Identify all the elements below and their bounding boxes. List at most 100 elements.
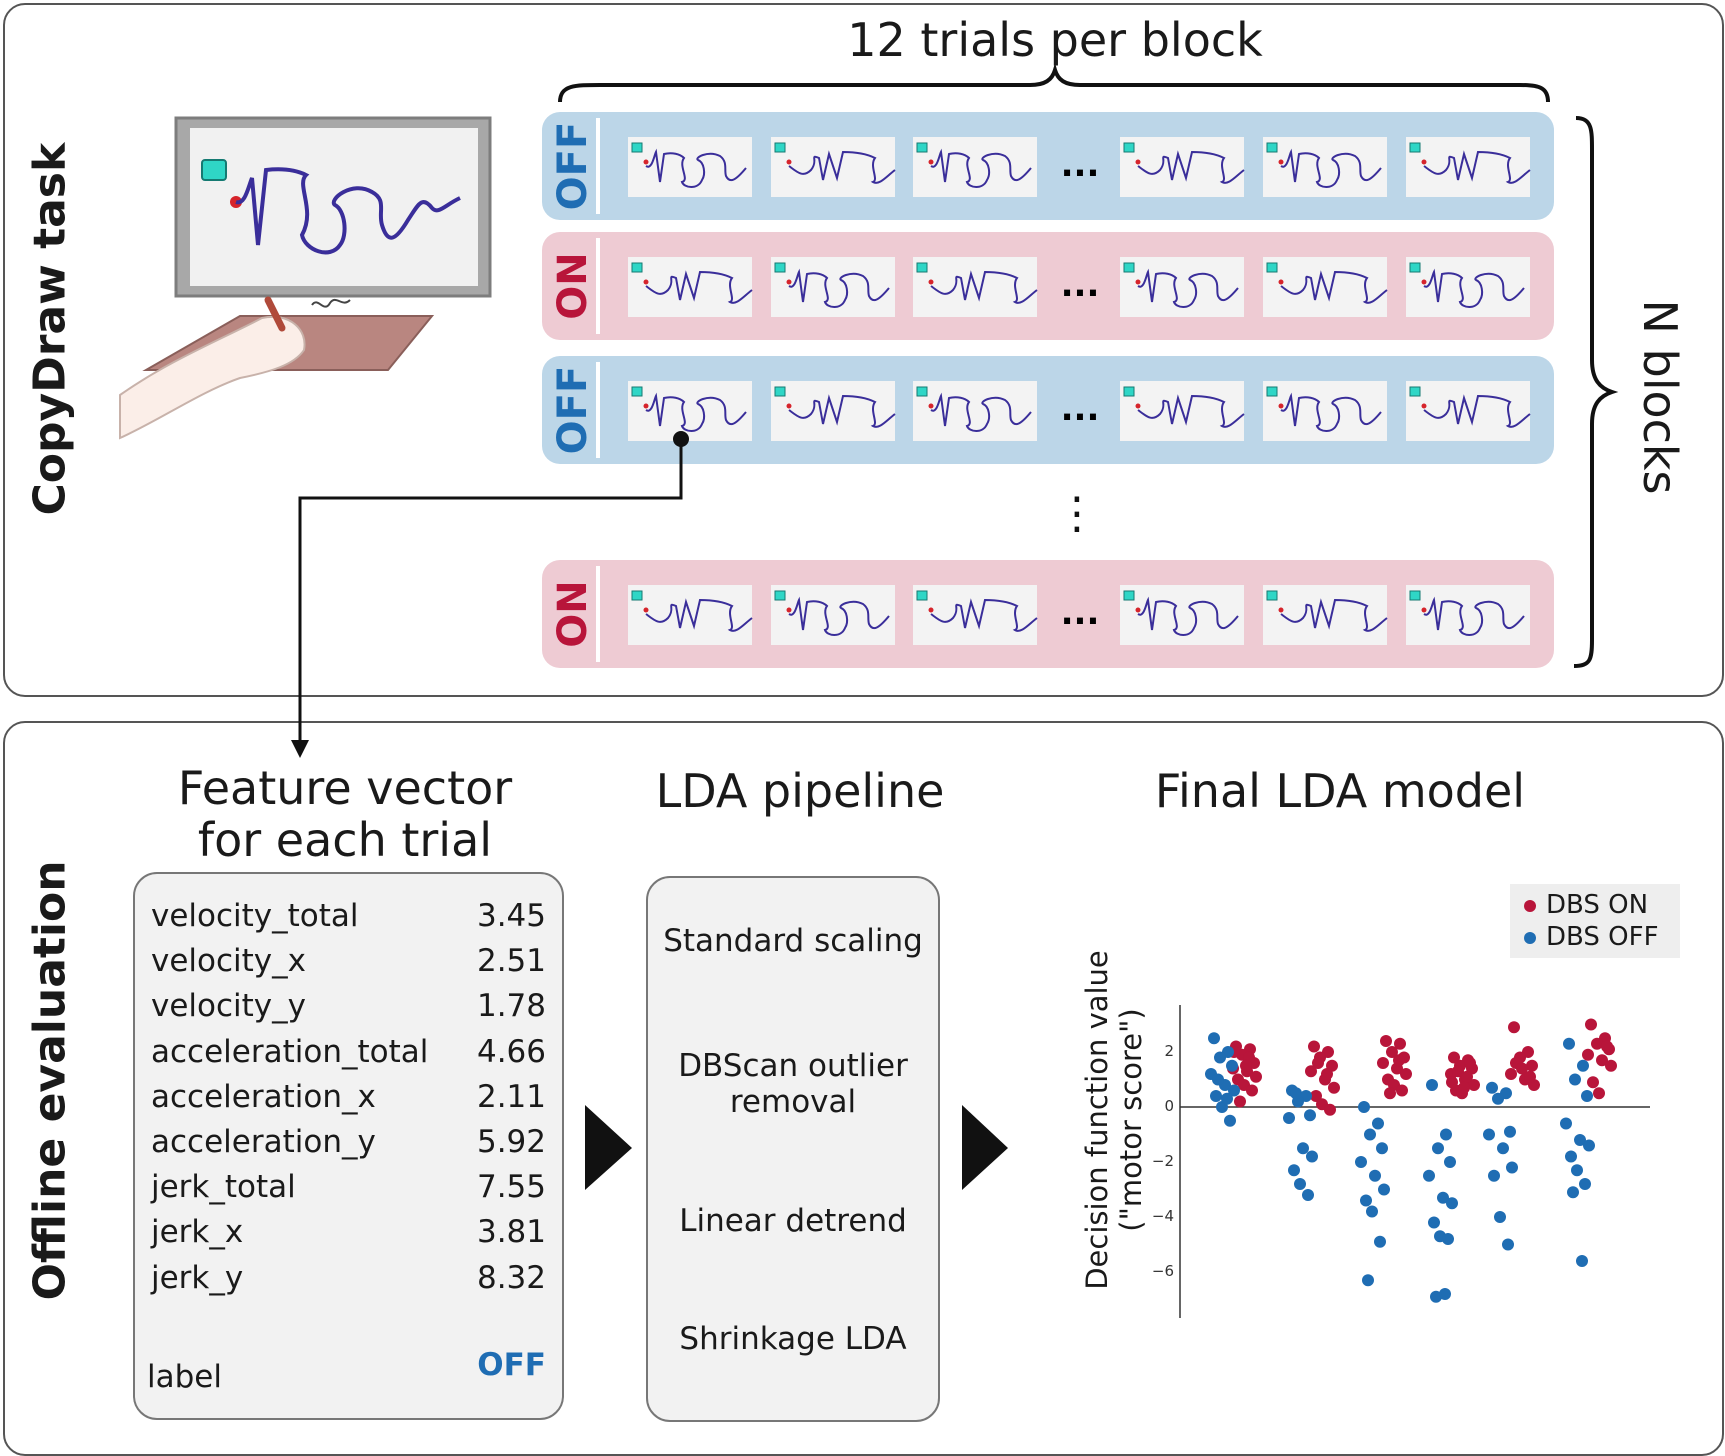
block-row-on: ON... — [542, 232, 1554, 340]
y-tick-label: 0 — [1164, 1097, 1174, 1115]
legend-dbs-on: DBS ON — [1524, 890, 1648, 920]
dbs-on-point — [1452, 1065, 1464, 1078]
feature-value: 8.32 — [476, 1259, 546, 1296]
trial-thumbnail — [1263, 137, 1387, 197]
target-square-icon — [201, 159, 227, 181]
trial-thumbnail — [1120, 381, 1245, 441]
trial-thumbnail — [1120, 585, 1244, 645]
lda-pipeline-box: Standard scaling DBScan outlier removal … — [646, 876, 940, 1422]
trial-thumbnail — [771, 585, 895, 645]
connector-line — [298, 439, 683, 742]
dbs-off-point — [1294, 1178, 1306, 1190]
dbs-off-point — [1488, 1169, 1500, 1182]
trial-thumbnail — [1406, 381, 1531, 441]
dbs-on-point — [1324, 1103, 1336, 1116]
dbs-off-point — [1376, 1142, 1388, 1155]
more-trials-ellipsis: ... — [1061, 389, 1100, 429]
y-axis-label-line-1: Decision function value — [1080, 950, 1114, 1290]
dbs-off-point — [1444, 1156, 1456, 1168]
dbs-on-point — [1601, 1040, 1613, 1053]
dbs-on-point — [1234, 1095, 1246, 1108]
feature-value: 4.66 — [476, 1033, 546, 1070]
dbs-off-point — [1567, 1186, 1579, 1199]
dbs-on-point — [1308, 1040, 1320, 1053]
dbs-on-point — [1587, 1076, 1599, 1089]
trials-per-block-label: 12 trials per block — [847, 13, 1263, 67]
feature-name: velocity_y — [151, 988, 306, 1025]
dbs-off-marker-icon — [1524, 931, 1536, 944]
dbs-off-point — [1442, 1233, 1454, 1245]
lda-pipeline-heading: LDA pipeline — [655, 764, 945, 818]
dbs-off-point — [1302, 1189, 1314, 1201]
dbs-on-point — [1585, 1018, 1597, 1031]
dbs-off-point — [1439, 1288, 1451, 1300]
block-row-off: OFF... — [542, 112, 1554, 220]
dbs-on-point — [1508, 1021, 1520, 1034]
dbs-off-point — [1208, 1032, 1220, 1045]
hand-icon — [119, 315, 306, 440]
dbs-off-point — [1283, 1112, 1295, 1124]
dbs-on-point — [1446, 1076, 1458, 1089]
trial-thumbnail — [628, 381, 752, 441]
more-trials-ellipsis: ... — [1061, 265, 1100, 305]
trial-thumbnail — [628, 137, 752, 197]
feature-row: jerk_y 8.32 — [151, 1260, 546, 1305]
legend-dbs-off-label: DBS OFF — [1546, 922, 1659, 952]
dbs-off-point — [1560, 1117, 1572, 1130]
y-tick-label: −4 — [1151, 1207, 1174, 1225]
trial-thumbnail — [1120, 257, 1244, 317]
pen-icon — [264, 296, 286, 332]
dbs-off-point — [1378, 1183, 1390, 1196]
dbs-off-point — [1506, 1161, 1518, 1174]
dbs-on-point — [1328, 1081, 1340, 1094]
feature-value: 3.45 — [476, 898, 546, 934]
dbs-on-point — [1386, 1046, 1398, 1058]
feature-value: 2.11 — [476, 1078, 546, 1115]
dbs-on-point — [1380, 1035, 1392, 1047]
condition-label: ON — [550, 580, 596, 647]
dbs-off-point — [1583, 1139, 1595, 1152]
dbs-on-point — [1448, 1051, 1460, 1064]
more-trials-ellipsis: ... — [1061, 593, 1100, 633]
dbs-on-point — [1321, 1068, 1333, 1080]
dbs-off-point — [1569, 1073, 1581, 1086]
dbs-off-point — [1362, 1274, 1374, 1287]
block-row-off: OFF... — [542, 356, 1554, 464]
trial-thumbnail — [771, 381, 896, 441]
trial-thumbnail — [1406, 257, 1530, 317]
dbs-on-point — [1468, 1079, 1480, 1091]
connector-arrowhead — [291, 740, 309, 758]
n-blocks-label: N blocks — [1633, 299, 1687, 495]
trial-thumbnail — [1263, 585, 1388, 645]
feature-name: velocity_x — [151, 943, 306, 980]
dbs-off-point — [1563, 1037, 1575, 1050]
pipeline-step-detrend: Linear detrend — [679, 1203, 907, 1239]
dbs-on-point — [1593, 1087, 1605, 1100]
block-row-on: ON... — [542, 560, 1554, 668]
dbs-off-point — [1581, 1090, 1593, 1102]
dbs-off-point — [1497, 1142, 1509, 1155]
feature-name: jerk_y — [151, 1259, 244, 1296]
drawn-trace — [235, 167, 461, 255]
dbs-off-point — [1504, 1125, 1516, 1138]
dbs-off-point — [1224, 1114, 1236, 1127]
label-value: OFF — [477, 1347, 546, 1383]
trial-thumbnail — [913, 585, 1038, 645]
dbs-off-point — [1374, 1235, 1386, 1248]
dbs-off-point — [1565, 1150, 1577, 1163]
trial-thumbnail — [1263, 257, 1388, 317]
trial-thumbnail — [628, 585, 753, 645]
y-tick-label: −2 — [1151, 1152, 1174, 1170]
dbs-on-point — [1596, 1054, 1608, 1067]
dbs-off-point — [1432, 1142, 1444, 1155]
dbs-on-point — [1461, 1070, 1473, 1083]
dbs-off-point — [1221, 1092, 1233, 1105]
dbs-off-point — [1364, 1128, 1376, 1141]
dbs-off-point — [1210, 1090, 1222, 1102]
trial-thumbnail — [1406, 585, 1530, 645]
feature-value: 7.55 — [476, 1169, 546, 1206]
legend-dbs-on-label: DBS ON — [1546, 890, 1649, 920]
trial-thumbnail — [1263, 381, 1387, 441]
final-lda-model-heading: Final LDA model — [1154, 764, 1526, 818]
